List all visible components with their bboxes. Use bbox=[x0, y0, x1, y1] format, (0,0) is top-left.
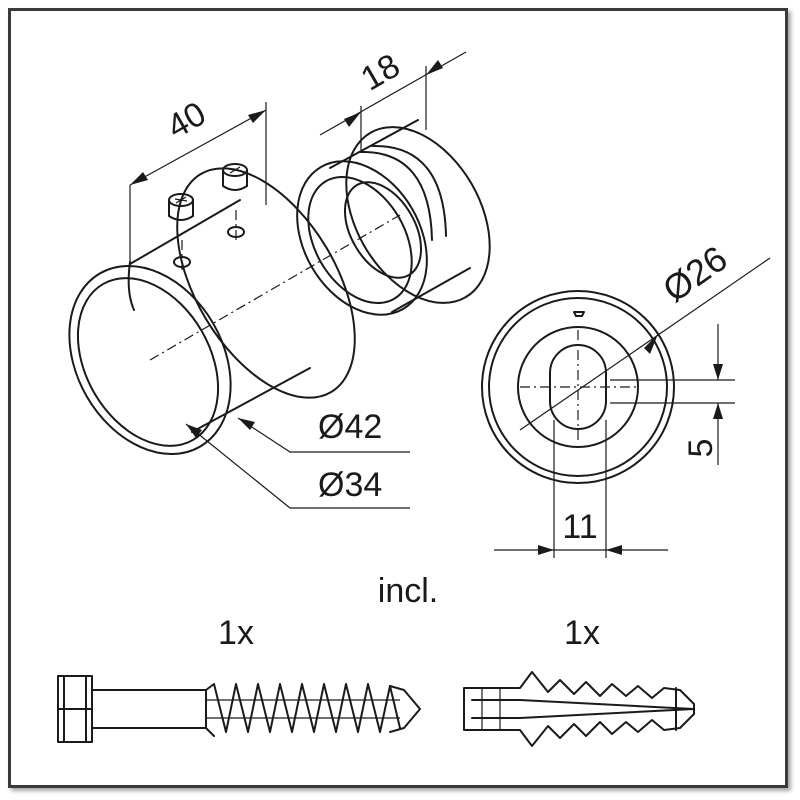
screw-icon bbox=[57, 675, 421, 743]
set-screw-icon bbox=[222, 163, 248, 191]
dimension-slot-height: 5 bbox=[610, 324, 735, 465]
dowel-quantity: 1x bbox=[564, 614, 600, 652]
dimension-length: 40 bbox=[129, 95, 267, 262]
slot-height-label: 5 bbox=[682, 439, 720, 458]
outer-diameter-label: Ø42 bbox=[318, 408, 382, 446]
front-view bbox=[481, 290, 675, 484]
inner-diameter-label: Ø34 bbox=[318, 466, 382, 504]
slot-width-label: 11 bbox=[562, 508, 597, 546]
dimension-slot-width: 11 bbox=[494, 420, 668, 558]
dimension-diameters: Ø42 Ø34 bbox=[185, 408, 410, 509]
bore-diameter-label: Ø26 bbox=[655, 237, 734, 310]
length-label: 40 bbox=[161, 95, 213, 147]
set-screw-icon bbox=[168, 193, 194, 221]
screw-quantity: 1x bbox=[218, 614, 254, 652]
mounting-ring-icon bbox=[296, 119, 491, 316]
drawing-frame bbox=[8, 8, 788, 788]
included-label: incl. bbox=[378, 572, 438, 610]
end-cap-body-icon bbox=[68, 167, 401, 455]
dimension-bore: Ø26 bbox=[519, 237, 771, 431]
wall-plug-icon bbox=[463, 671, 695, 747]
